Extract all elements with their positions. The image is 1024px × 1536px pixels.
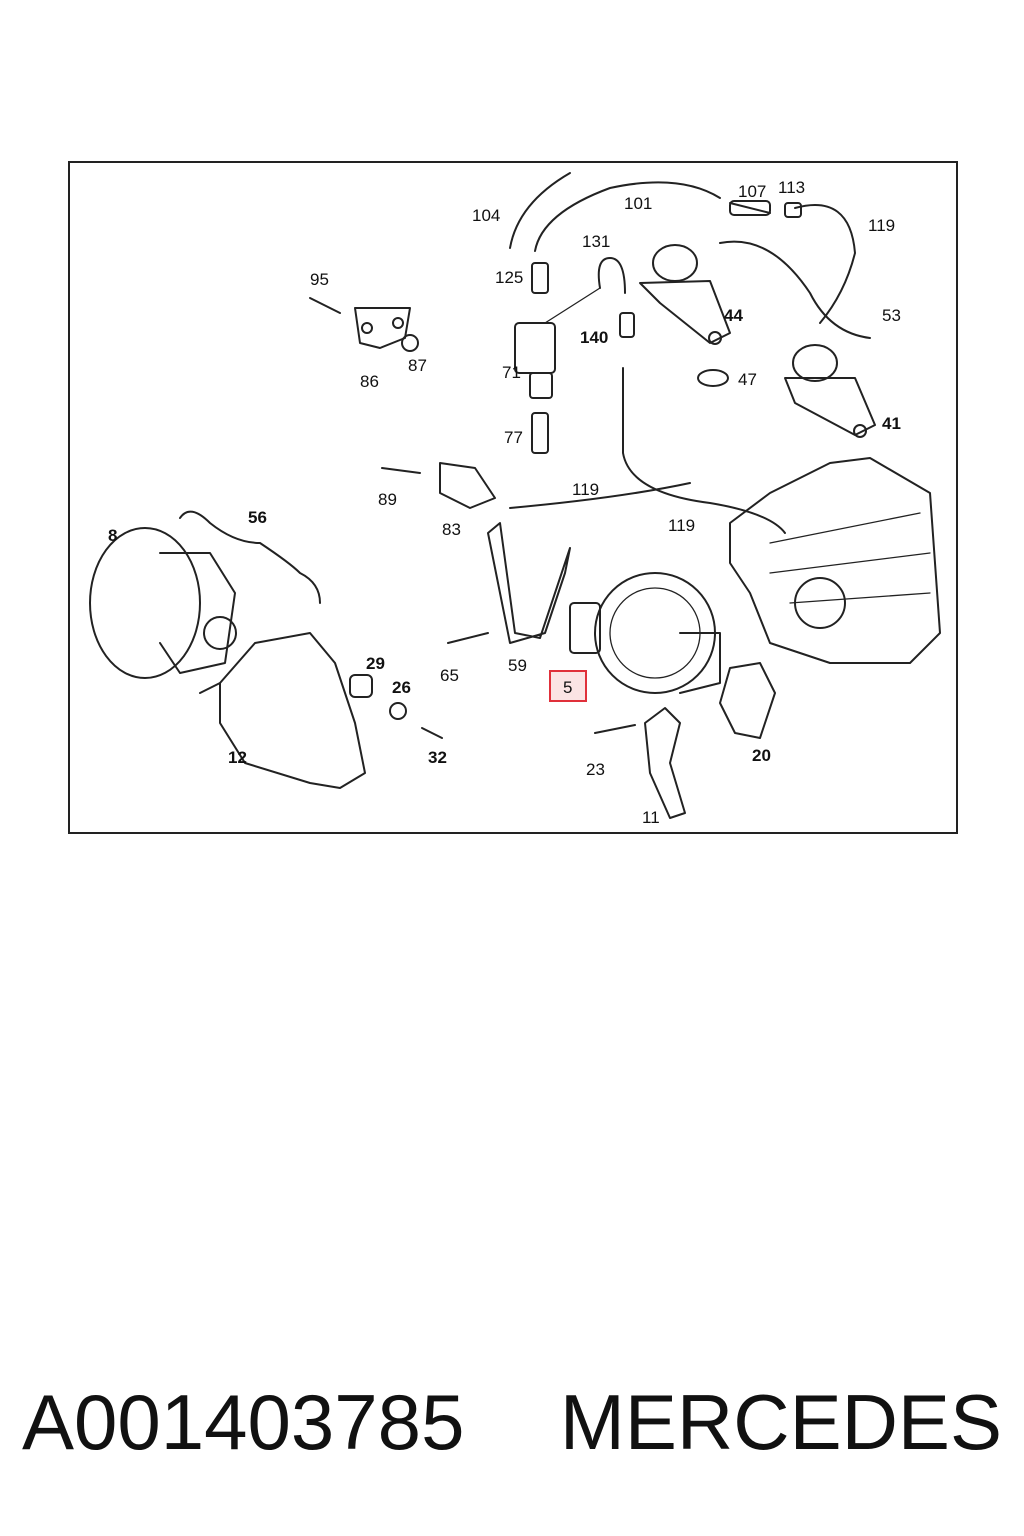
callout-107: 107: [738, 182, 766, 201]
callout-23: 23: [586, 760, 605, 779]
hose-131: [597, 257, 626, 294]
fitting-113: [784, 202, 802, 218]
tee-107: [729, 200, 771, 216]
callout-87: 87: [408, 356, 427, 375]
callout-101: 101: [624, 194, 652, 213]
bolt-23: [594, 724, 636, 734]
gasket-47: [697, 369, 729, 387]
valve-44: [639, 244, 731, 345]
valve-41: [784, 344, 876, 438]
bolt-89: [381, 467, 421, 474]
callout-83: 83: [442, 520, 461, 539]
pipe-53: [719, 240, 871, 339]
parts-diagram: 104 101 107 113 119 131 125 95 53 44 140…: [68, 161, 958, 834]
callout-53: 53: [882, 306, 901, 325]
callout-95: 95: [310, 270, 329, 289]
callout-12: 12: [228, 748, 247, 767]
cap-77: [531, 412, 549, 454]
fitting-140: [619, 312, 635, 338]
callout-119-mid: 119: [572, 480, 599, 499]
callout-119-low: 119: [668, 516, 695, 535]
hose-119-mid: [622, 367, 786, 534]
cover-12: [219, 632, 366, 789]
callout-119-top: 119: [868, 216, 895, 235]
callout-32: 32: [428, 748, 447, 767]
callout-8: 8: [108, 526, 117, 545]
hose-119-top: [729, 202, 856, 324]
callout-56: 56: [248, 508, 267, 527]
water-pump-8: [89, 527, 237, 679]
callout-44: 44: [724, 306, 743, 325]
clamp-20: [719, 662, 776, 739]
callout-86: 86: [360, 372, 379, 391]
callout-26: 26: [392, 678, 411, 697]
bracket-59: [487, 522, 571, 644]
hose-104: [509, 172, 571, 249]
callout-47: 47: [738, 370, 757, 389]
air-pump-5: [569, 572, 721, 694]
callout-71: 71: [502, 363, 521, 382]
callout-65: 65: [440, 666, 459, 685]
bolt-95: [309, 297, 341, 314]
bracket-83: [439, 462, 496, 509]
pin-12: [199, 682, 221, 694]
washer-26: [389, 702, 407, 720]
screw-32: [421, 727, 443, 739]
callout-77: 77: [504, 428, 523, 447]
bracket-11: [644, 707, 686, 819]
intake-manifold: [729, 457, 941, 664]
callout-41: 41: [882, 414, 901, 433]
callout-89: 89: [378, 490, 397, 509]
bolt-65: [447, 632, 489, 644]
callout-140: 140: [580, 328, 608, 347]
callout-104: 104: [472, 206, 500, 225]
hose-56: [179, 510, 321, 604]
callout-113: 113: [778, 178, 805, 197]
solenoid-71: [514, 287, 601, 399]
callout-11: 11: [642, 808, 660, 827]
o-ring-87: [401, 334, 419, 352]
hose-119-low: [509, 482, 691, 509]
callout-29: 29: [366, 654, 385, 673]
part-number: A001403785: [22, 1378, 465, 1466]
callout-5-box: [549, 670, 587, 702]
callout-20: 20: [752, 746, 771, 765]
caption-bar: A001403785 MERCEDES: [0, 1372, 1024, 1472]
bushing-29: [349, 674, 373, 698]
exploded-view-drawing: 104 101 107 113 119 131 125 95 53 44 140…: [89, 172, 941, 827]
callout-59: 59: [508, 656, 527, 675]
brand-name: MERCEDES: [559, 1378, 1002, 1466]
sensor-86: [354, 307, 411, 349]
callout-131: 131: [582, 232, 610, 251]
callout-5: 5: [563, 678, 572, 697]
callout-125: 125: [495, 268, 523, 287]
connector-125: [531, 262, 549, 294]
hose-101: [534, 181, 721, 252]
